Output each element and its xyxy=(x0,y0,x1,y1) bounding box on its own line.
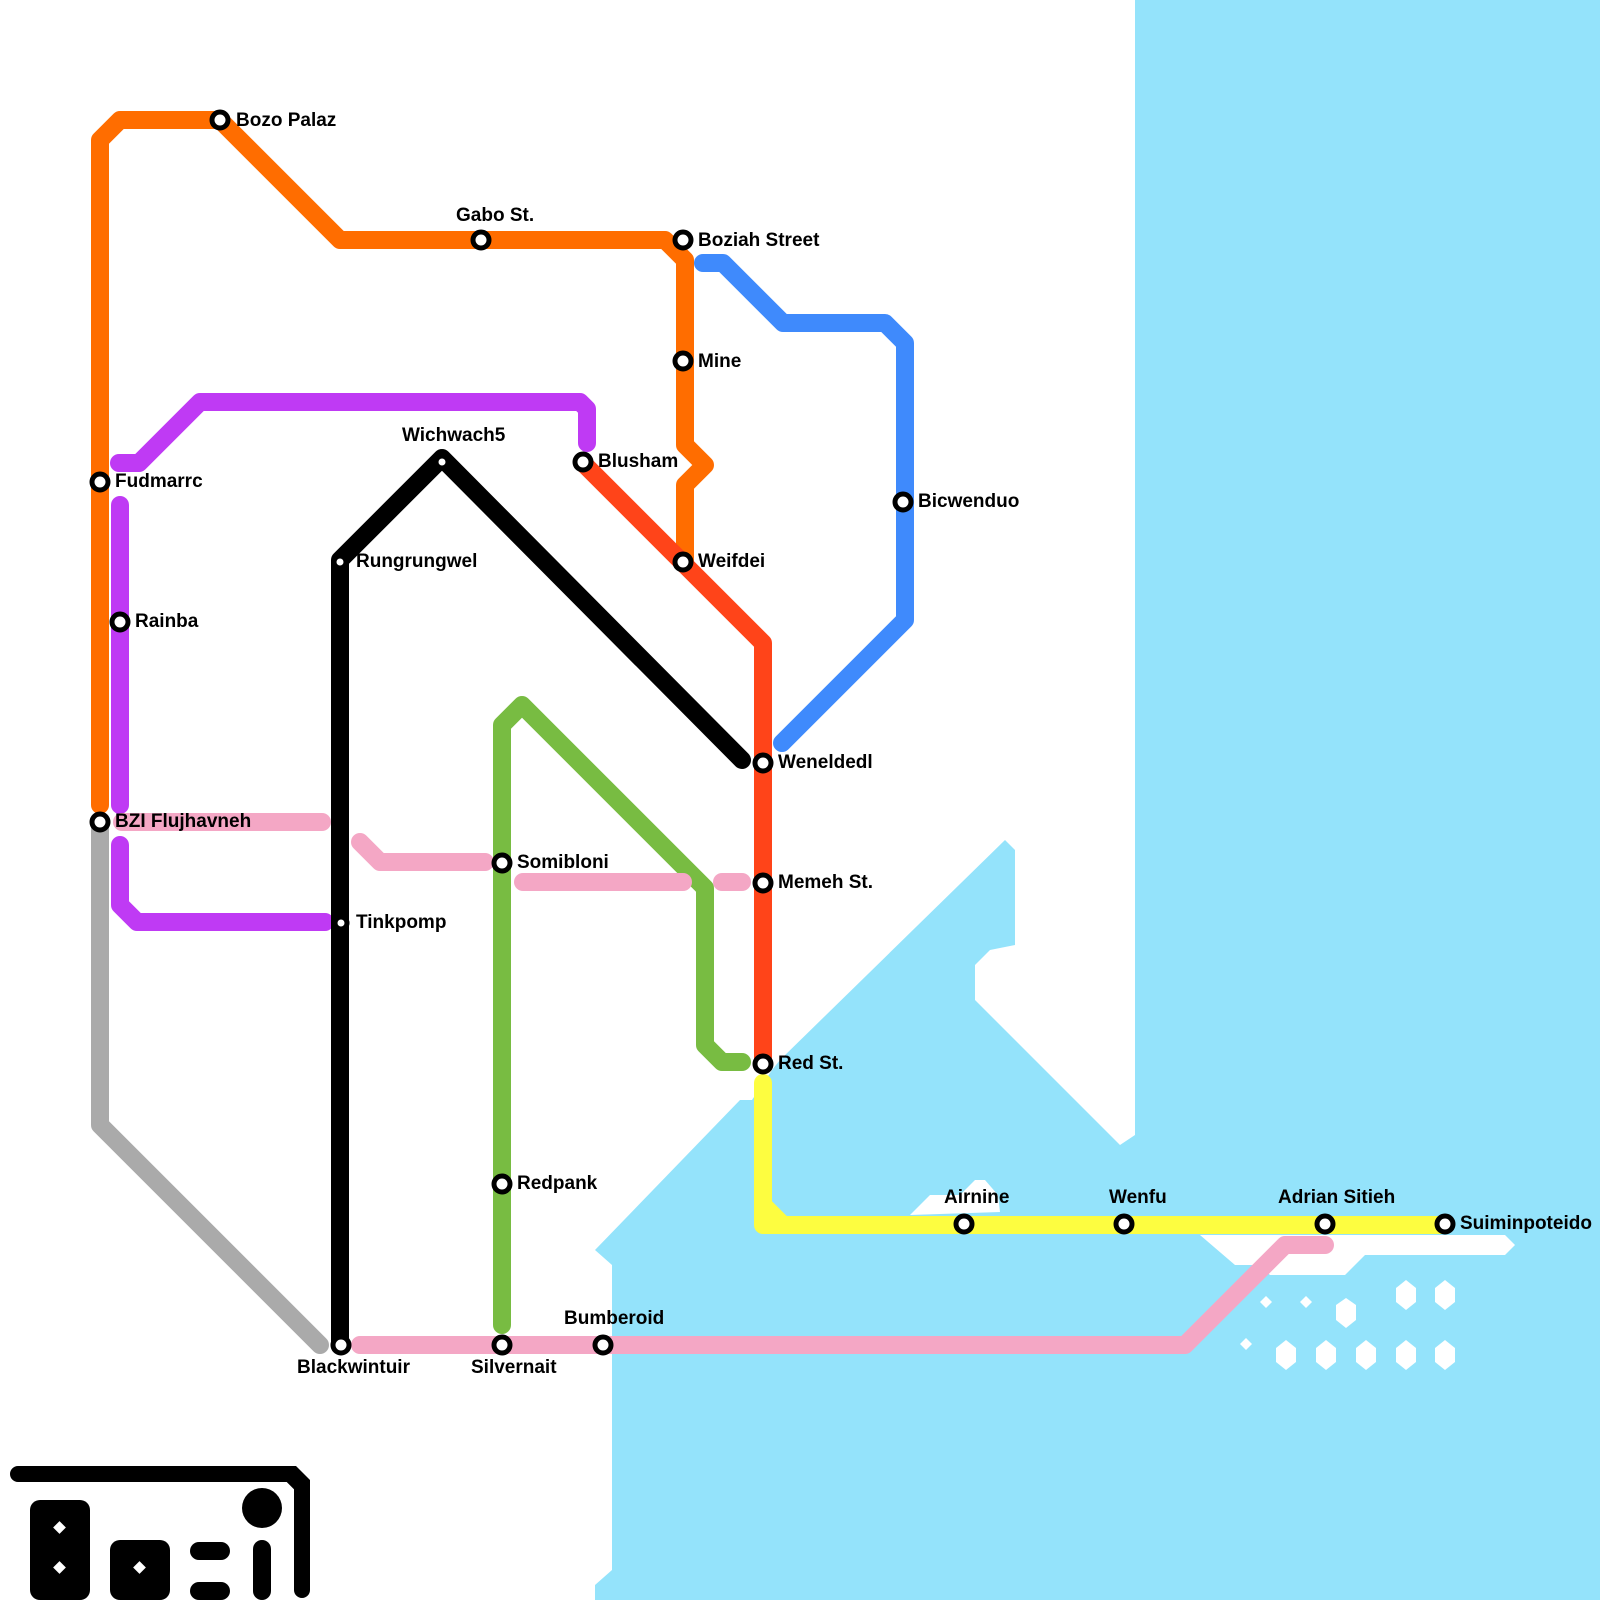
logo-block-left xyxy=(30,1500,90,1600)
line-green xyxy=(493,696,751,1334)
station-rainba[interactable] xyxy=(109,611,131,633)
islet-9 xyxy=(1356,1340,1376,1370)
islet-2 xyxy=(1300,1296,1312,1308)
station-somibloni[interactable] xyxy=(491,852,513,874)
line-orange xyxy=(91,111,714,814)
labels-layer: Bozo Palaz Gabo St. Boziah Street Mine W… xyxy=(115,110,1592,1378)
line-pink-tinkpomp xyxy=(351,833,494,871)
line-blue xyxy=(694,254,914,752)
station-tinkpomp[interactable] xyxy=(332,914,350,932)
station-redpank[interactable] xyxy=(491,1173,513,1195)
station-weifdei[interactable] xyxy=(672,551,694,573)
label-airnine: Airnine xyxy=(944,1187,1009,1208)
label-mine: Mine xyxy=(698,351,741,372)
station-wenfu[interactable] xyxy=(1113,1213,1135,1235)
logo-dot xyxy=(242,1488,282,1528)
islet-4 xyxy=(1396,1280,1416,1310)
line-purple-top xyxy=(110,393,596,472)
label-fudmarrc: Fudmarrc xyxy=(115,471,203,492)
label-silvernait: Silvernait xyxy=(471,1357,557,1378)
label-red-st: Red St. xyxy=(778,1053,843,1074)
label-wenfu: Wenfu xyxy=(1109,1187,1167,1208)
islet-6 xyxy=(1240,1338,1252,1350)
station-adrian-sitieh[interactable] xyxy=(1314,1213,1336,1235)
islet-8 xyxy=(1316,1340,1336,1370)
station-bzi-flujhavneh[interactable] xyxy=(89,811,111,833)
label-blackwintuir: Blackwintuir xyxy=(297,1357,411,1378)
islet-5 xyxy=(1435,1280,1455,1310)
label-boziah-street: Boziah Street xyxy=(698,230,820,251)
logo-mark xyxy=(10,1466,310,1600)
label-bicwenduo: Bicwenduo xyxy=(918,491,1019,512)
logo-pill-2 xyxy=(190,1582,230,1600)
label-gabo-st: Gabo St. xyxy=(456,205,534,226)
line-pink-main xyxy=(351,1236,1334,1354)
station-bozo-palaz[interactable] xyxy=(209,109,231,131)
station-wichwach5[interactable] xyxy=(433,453,451,471)
islet-11 xyxy=(1435,1340,1455,1370)
islet-3 xyxy=(1336,1298,1356,1328)
label-rungrungwel: Rungrungwel xyxy=(356,551,477,572)
station-blusham[interactable] xyxy=(572,451,594,473)
label-bozo-palaz: Bozo Palaz xyxy=(236,110,336,131)
line-red xyxy=(574,454,772,1074)
label-weneldedl: Weneldedl xyxy=(778,752,873,773)
label-suiminpoteido: Suiminpoteido xyxy=(1460,1213,1592,1234)
label-tinkpomp: Tinkpomp xyxy=(356,912,446,933)
logo-frame xyxy=(10,1466,310,1598)
islet-10 xyxy=(1396,1340,1416,1370)
station-bicwenduo[interactable] xyxy=(892,491,914,513)
station-suiminpoteido[interactable] xyxy=(1434,1213,1456,1235)
station-weneldedl[interactable] xyxy=(752,752,774,774)
station-fudmarrc[interactable] xyxy=(89,471,111,493)
label-blusham: Blusham xyxy=(598,451,678,472)
line-purple-bottom xyxy=(111,836,334,931)
label-adrian-sitieh: Adrian Sitieh xyxy=(1278,1187,1395,1208)
water-east xyxy=(1135,0,1600,1600)
station-boziah-street[interactable] xyxy=(672,229,694,251)
label-wichwach5: Wichwach5 xyxy=(402,425,506,446)
islet-7 xyxy=(1276,1340,1296,1370)
label-bzi-flujhavneh: BZI Flujhavneh xyxy=(115,811,251,832)
station-silvernait[interactable] xyxy=(491,1334,513,1356)
station-airnine[interactable] xyxy=(953,1213,975,1235)
islet-1 xyxy=(1260,1296,1272,1308)
line-yellow-base xyxy=(754,1191,794,1234)
station-mine[interactable] xyxy=(672,350,694,372)
line-grey xyxy=(91,821,329,1354)
label-memeh-st: Memeh St. xyxy=(778,872,873,893)
logo-pill-1 xyxy=(190,1542,230,1560)
station-bumberoid[interactable] xyxy=(592,1334,614,1356)
land-headland xyxy=(910,1180,1000,1215)
station-gabo-st[interactable] xyxy=(470,229,492,251)
lines-layer xyxy=(91,111,1454,1354)
line-black xyxy=(331,449,751,1354)
logo-post xyxy=(253,1540,271,1600)
station-red-st[interactable] xyxy=(752,1053,774,1075)
label-bumberoid: Bumberoid xyxy=(564,1308,664,1329)
station-rungrungwel[interactable] xyxy=(331,553,349,571)
station-blackwintuir[interactable] xyxy=(330,1334,352,1356)
stations-layer xyxy=(89,109,1456,1356)
label-somibloni: Somibloni xyxy=(517,852,609,873)
label-rainba: Rainba xyxy=(135,611,199,632)
label-weifdei: Weifdei xyxy=(698,551,765,572)
label-redpank: Redpank xyxy=(517,1173,598,1194)
station-memeh-st[interactable] xyxy=(752,872,774,894)
